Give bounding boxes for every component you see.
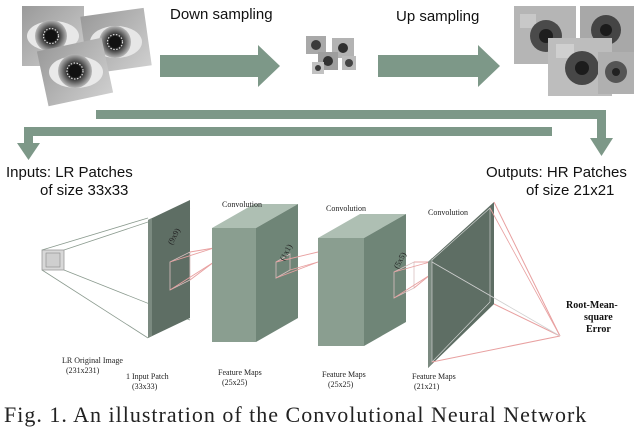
conv-label-3: Convolution bbox=[428, 208, 469, 217]
cnn-network bbox=[41, 200, 561, 368]
fm2-label-line1: Feature Maps bbox=[322, 370, 366, 379]
kernel-2 bbox=[275, 251, 319, 279]
kernel-3 bbox=[393, 261, 431, 299]
feedback-loop bbox=[17, 110, 613, 160]
downsampled-images bbox=[306, 36, 356, 74]
downsample-label: Down sampling bbox=[170, 6, 273, 23]
input-eye-images bbox=[22, 6, 152, 107]
conv-label-2: Convolution bbox=[326, 204, 367, 213]
input-patch-panel bbox=[148, 200, 190, 338]
fm3-label-line1: Feature Maps bbox=[412, 372, 456, 381]
feature-block-2 bbox=[318, 214, 406, 346]
input-patch-label-line1: 1 Input Patch bbox=[126, 372, 169, 381]
lr-image bbox=[41, 249, 65, 271]
fm1-label-line1: Feature Maps bbox=[218, 368, 262, 377]
output-panel bbox=[428, 202, 494, 368]
upsample-arrow bbox=[378, 45, 500, 87]
rmse-label-line2: square bbox=[584, 312, 613, 323]
eye-image-3 bbox=[36, 37, 114, 107]
downsample-arrow bbox=[160, 45, 280, 87]
upsample-label: Up sampling bbox=[396, 8, 480, 25]
kernel-1 bbox=[169, 247, 215, 291]
eye-image-1 bbox=[22, 6, 84, 66]
outputs-label-line1: Outputs: HR Patches bbox=[486, 164, 627, 181]
outputs-label-line2: of size 21x21 bbox=[526, 182, 615, 199]
conv-label-1: Convolution bbox=[222, 200, 263, 209]
feature-block-1 bbox=[212, 204, 298, 342]
lr-image-label-line2: (231x231) bbox=[66, 366, 100, 375]
inputs-label-line1: Inputs: LR Patches bbox=[6, 164, 133, 181]
rmse-label-line3: Error bbox=[586, 324, 611, 335]
inputs-label-line2: of size 33x33 bbox=[40, 182, 129, 199]
fm2-label-line2: (25x25) bbox=[328, 380, 354, 389]
rmse-label-line1: Root-Mean- bbox=[566, 300, 618, 311]
fm3-label-line2: (21x21) bbox=[414, 382, 440, 391]
input-patch-label-line2: (33x33) bbox=[132, 382, 158, 391]
rmse-lines bbox=[431, 201, 561, 363]
fm1-label-line2: (25x25) bbox=[222, 378, 248, 387]
lr-image-label-line1: LR Original Image bbox=[62, 356, 123, 365]
figure-caption: Fig. 1. An illustration of the Convoluti… bbox=[4, 402, 588, 427]
upsampled-images bbox=[514, 6, 634, 96]
